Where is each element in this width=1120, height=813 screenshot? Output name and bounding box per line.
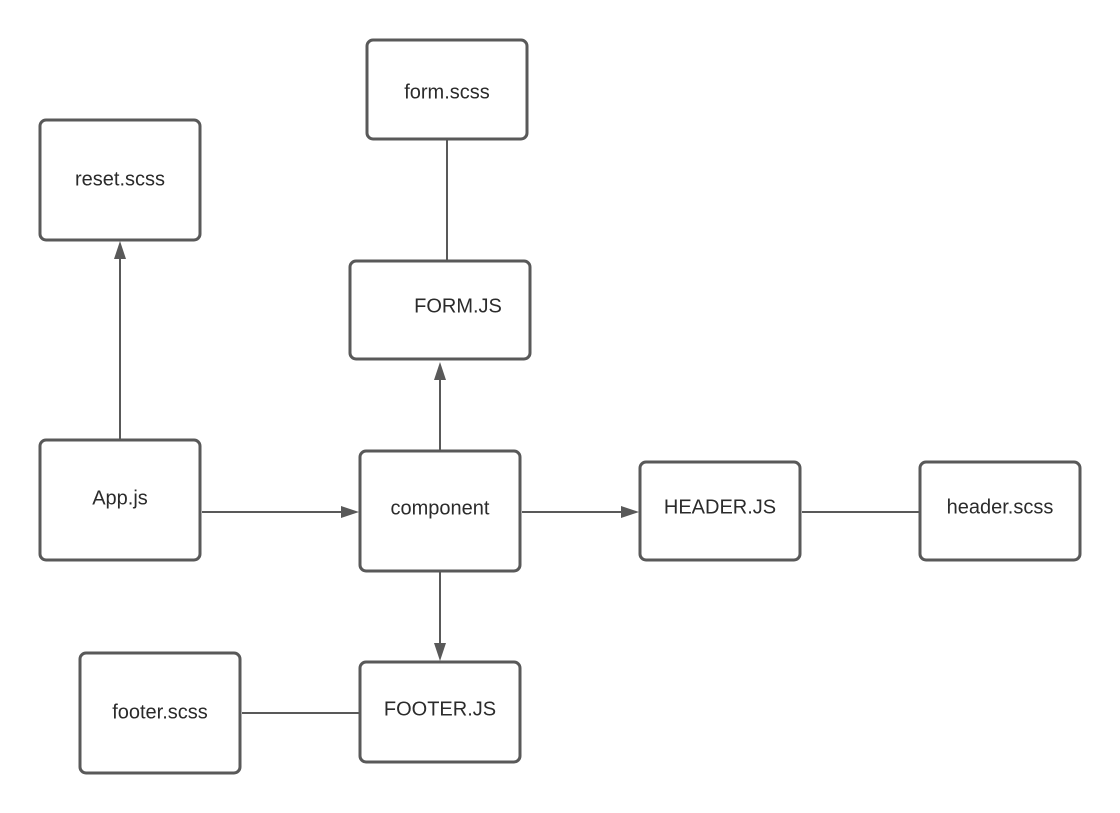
arrowhead-component xyxy=(341,506,359,518)
node-label-footer-js: FOOTER.JS xyxy=(384,698,496,720)
node-label-component: component xyxy=(391,497,490,519)
node-label-reset-scss: reset.scss xyxy=(75,168,165,190)
arrowhead-footer-js xyxy=(434,643,446,661)
node-label-form-scss: form.scss xyxy=(404,81,490,103)
node-footer-scss[interactable]: footer.scss xyxy=(78,651,242,775)
node-header-scss[interactable]: header.scss xyxy=(918,460,1082,562)
node-app-js[interactable]: App.js xyxy=(38,438,202,562)
node-label-form-js: FORM.JS xyxy=(414,295,502,317)
node-label-header-js: HEADER.JS xyxy=(664,496,776,518)
node-header-js[interactable]: HEADER.JS xyxy=(638,460,802,562)
edges xyxy=(114,140,920,714)
arrowhead-form-js xyxy=(434,362,446,380)
arrowhead-reset xyxy=(114,241,126,259)
node-reset-scss[interactable]: reset.scss xyxy=(38,118,202,242)
node-label-footer-scss: footer.scss xyxy=(112,701,208,723)
node-label-app-js: App.js xyxy=(92,487,148,509)
node-form-scss[interactable]: form.scss xyxy=(365,38,529,141)
node-label-header-scss: header.scss xyxy=(947,496,1054,518)
node-footer-js[interactable]: FOOTER.JS xyxy=(358,660,522,764)
node-form-js[interactable]: FORM.JS xyxy=(348,259,532,361)
arrowhead-header-js xyxy=(621,506,639,518)
node-component[interactable]: component xyxy=(358,449,522,573)
